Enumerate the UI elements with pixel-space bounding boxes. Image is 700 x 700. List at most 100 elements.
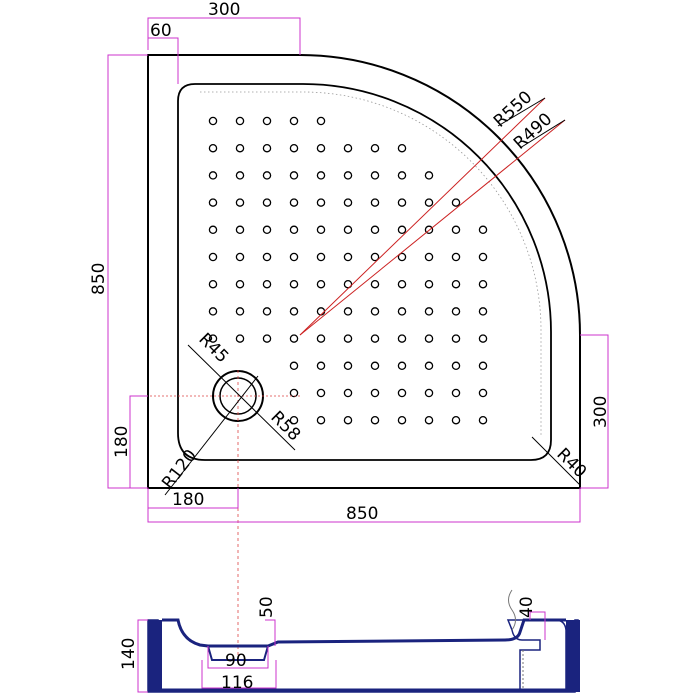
anti-slip-dot [208,334,218,343]
section-drain-inner-label: 90 [225,651,247,671]
anti-slip-dot [208,116,218,126]
anti-slip-dot [478,361,488,371]
anti-slip-dot [478,279,488,289]
anti-slip-dot [289,415,299,425]
radius-drain-inner-label: R45 [194,329,232,367]
anti-slip-dot [316,415,326,425]
section-right-wall [566,620,580,692]
anti-slip-dot [451,225,461,235]
section-drain-outer-label: 116 [221,673,253,693]
anti-slip-dot [370,225,380,235]
anti-slip-dot [424,171,434,180]
anti-slip-dot [397,225,407,235]
anti-slip-dot [289,143,299,153]
anti-slip-dot [289,361,299,371]
anti-slip-dot [262,116,272,126]
anti-slip-dot [343,388,353,398]
anti-slip-dot-pattern [208,116,488,425]
anti-slip-dot [370,143,380,153]
radius-drain-outer-label: R58 [266,407,304,445]
dim-side-straight: 300 [591,396,611,428]
anti-slip-dot [316,225,326,235]
anti-slip-dot [316,279,326,289]
anti-slip-dot [316,388,326,398]
section-left-wall [148,620,162,692]
anti-slip-dot [424,225,434,235]
anti-slip-dot [397,334,407,343]
anti-slip-dot [478,252,488,262]
anti-slip-dot [262,198,272,207]
anti-slip-dot [424,361,434,371]
anti-slip-dot [370,361,380,371]
anti-slip-dot [451,361,461,371]
anti-slip-dot [451,279,461,289]
anti-slip-dot [397,143,407,153]
anti-slip-dot [343,225,353,235]
anti-slip-dot [451,198,461,207]
anti-slip-dot [451,252,461,262]
anti-slip-dot [316,334,326,343]
anti-slip-dot [343,171,353,180]
anti-slip-dot [208,252,218,262]
dim-height-total: 850 [89,263,109,295]
dim-drain-offset-y: 180 [112,426,132,458]
anti-slip-dot [451,415,461,425]
anti-slip-dot [397,361,407,371]
section-lip-label: 40 [517,596,537,618]
leader-r550 [299,97,546,336]
leader-r40 [531,436,581,486]
section-depth-label: 50 [257,596,277,618]
anti-slip-dot [262,225,272,235]
dimension-labels: 300 60 850 180 180 850 300 R550 R490 R45… [89,0,611,524]
anti-slip-dot [343,334,353,343]
anti-slip-dot [316,198,326,207]
dimension-lines [107,17,609,523]
radius-drain-zone-label: R120 [158,446,201,493]
anti-slip-dot [208,171,218,180]
anti-slip-dot [343,198,353,207]
basin-dotted-line [200,91,542,436]
anti-slip-dot [370,198,380,207]
anti-slip-dot [262,334,272,343]
anti-slip-dot [370,334,380,343]
anti-slip-dot [397,388,407,398]
anti-slip-dot [289,252,299,262]
anti-slip-dot [316,252,326,262]
anti-slip-dot [478,334,488,343]
anti-slip-dot [343,252,353,262]
radius-corner-label: R40 [552,444,590,482]
anti-slip-dot [262,252,272,262]
section-drain-cup [207,645,269,661]
anti-slip-dot [289,116,299,126]
anti-slip-dot [397,279,407,289]
anti-slip-dot [289,307,299,316]
anti-slip-dot [289,279,299,289]
anti-slip-dot [397,171,407,180]
anti-slip-dot [478,388,488,398]
anti-slip-dot [208,307,218,316]
anti-slip-dot [316,307,326,316]
anti-slip-dot [424,252,434,262]
anti-slip-dot [343,279,353,289]
anti-slip-dot [478,415,488,425]
anti-slip-dot [343,307,353,316]
anti-slip-dot [289,225,299,235]
anti-slip-dot [289,171,299,180]
anti-slip-dot [424,415,434,425]
anti-slip-dot [316,171,326,180]
leader-r490-tail [519,119,566,149]
anti-slip-dot [451,388,461,398]
anti-slip-dot [289,334,299,343]
anti-slip-dot [208,225,218,235]
dim-rim-width: 60 [150,21,172,41]
anti-slip-dot [235,252,245,262]
top-view [130,54,581,655]
section-profile [147,619,579,693]
anti-slip-dot [235,171,245,180]
anti-slip-dot [397,252,407,262]
anti-slip-dot [208,279,218,289]
anti-slip-dot [235,334,245,343]
anti-slip-dot [262,171,272,180]
anti-slip-dot [478,225,488,235]
anti-slip-dot [343,361,353,371]
